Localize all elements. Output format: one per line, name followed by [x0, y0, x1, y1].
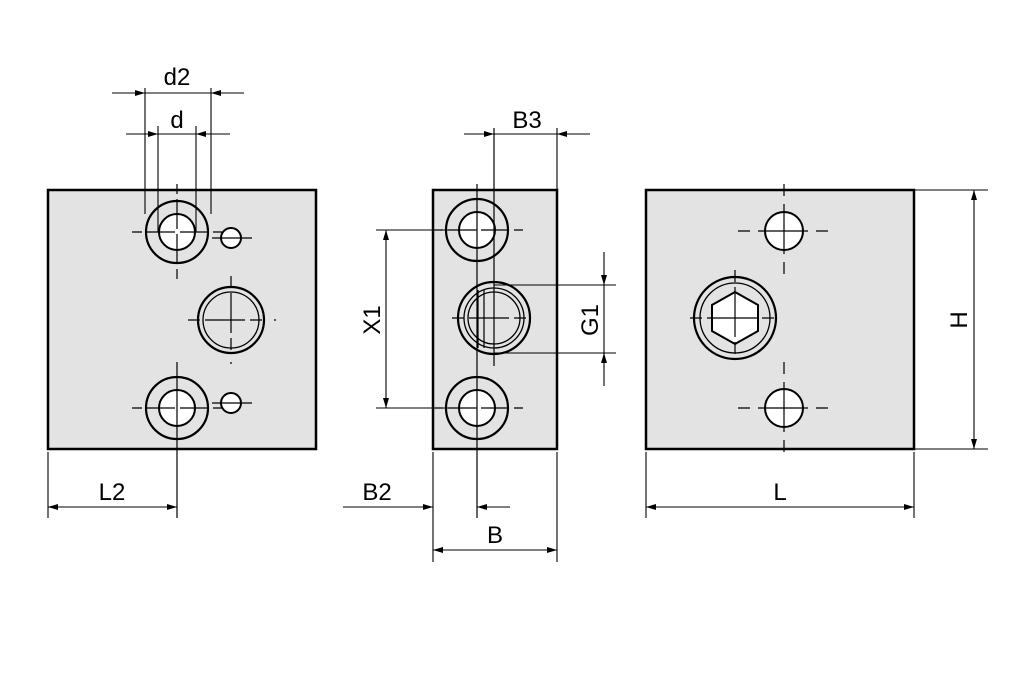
dimension-l-label: L [773, 479, 786, 506]
right-view: H L [644, 184, 988, 518]
dimension-b2-label: B2 [362, 479, 391, 506]
dimension-d-label: d [170, 107, 183, 134]
dimension-h-label: H [946, 311, 973, 328]
dimension-l2-label: L2 [99, 479, 126, 506]
dimension-d2-label: d2 [164, 64, 191, 91]
middle-view: B3 X1 G1 B2 B [343, 107, 616, 562]
dimension-b3-label: B3 [512, 107, 541, 134]
dimension-b-label: B [487, 522, 503, 549]
dimension-x1-label: X1 [359, 305, 386, 334]
dimension-g1-label: G1 [577, 304, 604, 336]
left-view: d2 d L2 [46, 64, 318, 518]
